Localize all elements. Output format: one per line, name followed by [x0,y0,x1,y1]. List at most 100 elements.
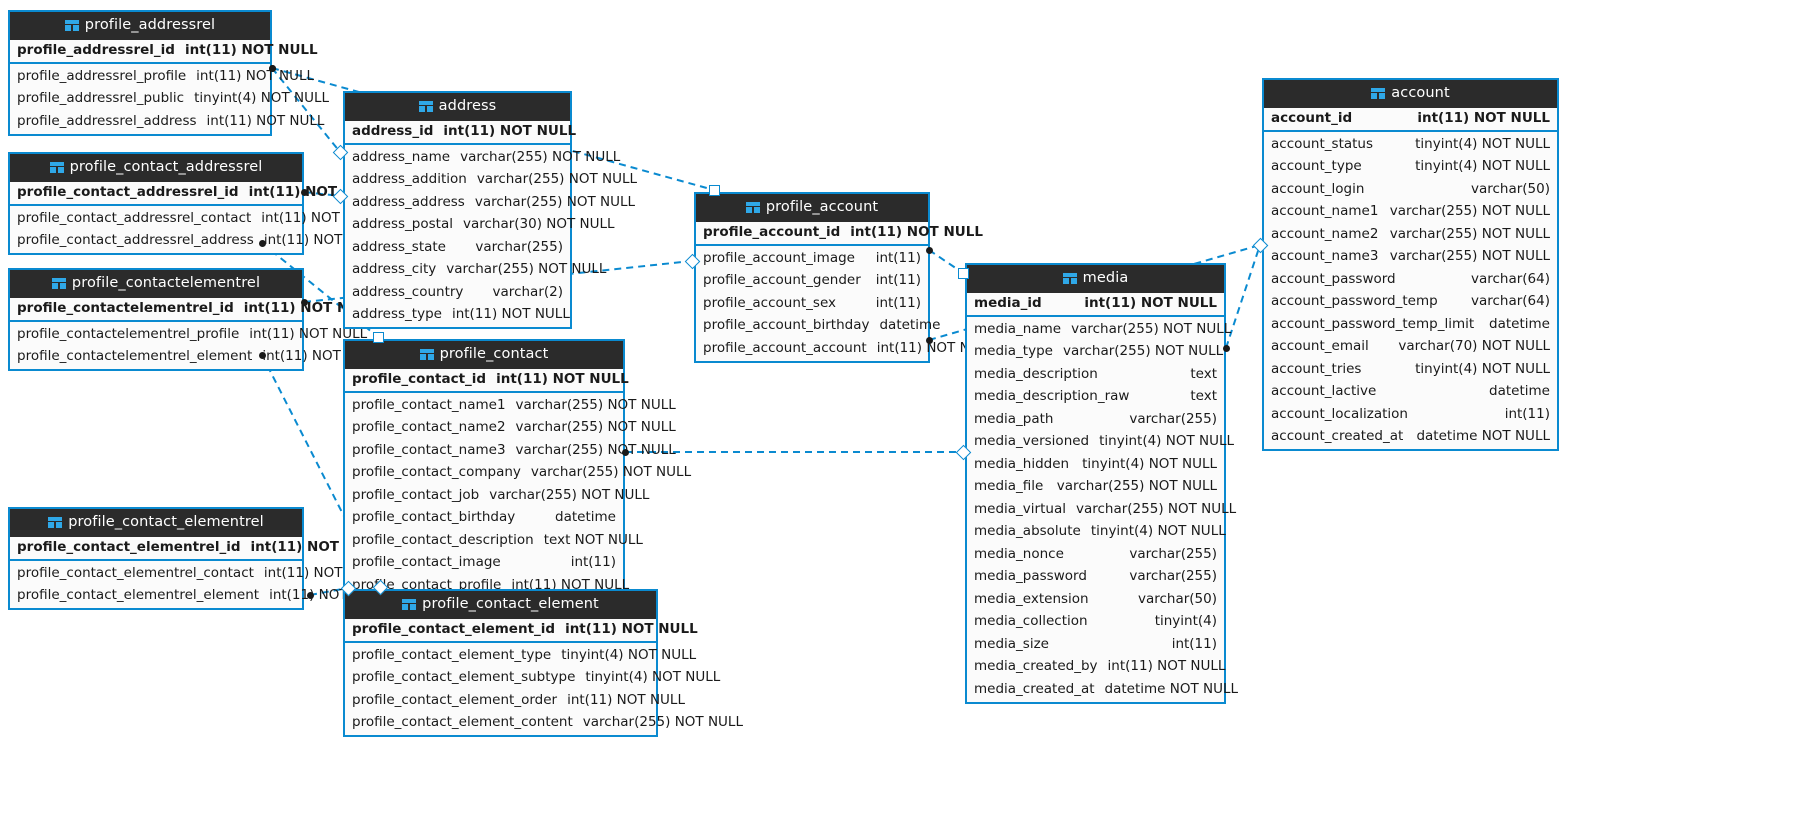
entity-header-address[interactable]: address [345,93,570,121]
entity-header-account[interactable]: account [1264,80,1557,108]
field-name: media_description [974,365,1098,382]
field-type: varchar(255) NOT NULL [1075,500,1237,517]
entity-header-profile_contact_element[interactable]: profile_contact_element [345,591,656,619]
entity-header-profile_contact_addressrel[interactable]: profile_contact_addressrel [10,154,302,182]
field-name: profile_contact_id [352,371,487,387]
entity-header-profile_contact_elementrel[interactable]: profile_contact_elementrel [10,509,302,537]
entity-header-profile_contactelementrel[interactable]: profile_contactelementrel [10,270,302,298]
entity-header-media[interactable]: media [967,265,1224,293]
entity-header-profile_account[interactable]: profile_account [696,194,928,222]
entity-header-profile_contact[interactable]: profile_contact [345,341,623,369]
field-name: media_created_at [974,680,1095,697]
entity-header-profile_addressrel[interactable]: profile_addressrel [10,12,270,40]
